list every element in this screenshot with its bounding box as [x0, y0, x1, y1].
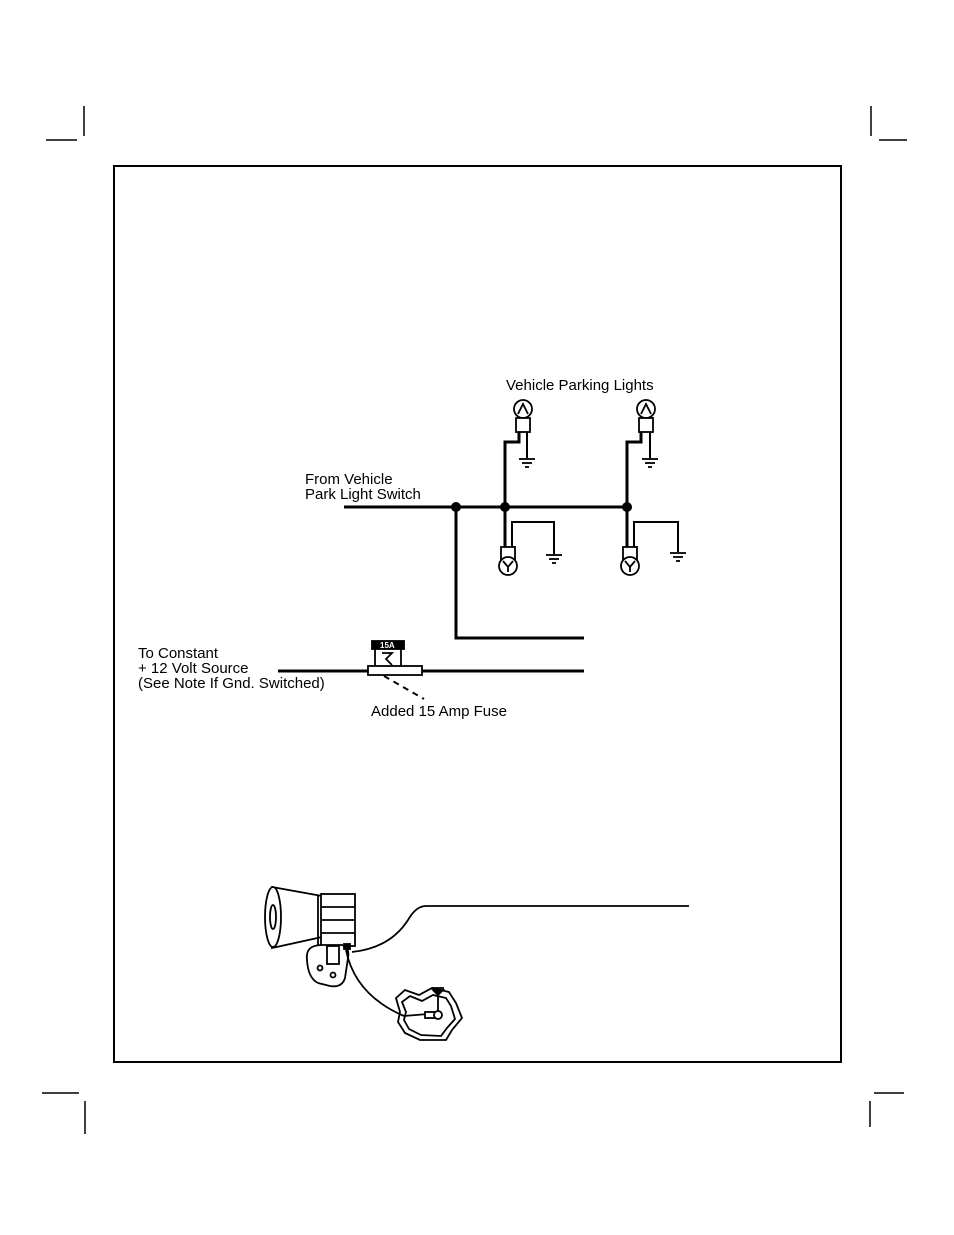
crop-marks	[42, 106, 907, 1134]
bulb-icon	[514, 400, 532, 432]
fuse-rating: 15A	[380, 641, 395, 650]
bulb-icon	[637, 400, 655, 432]
bracket-icon	[307, 944, 350, 986]
ground-leads	[512, 432, 678, 554]
siren-wires	[346, 906, 689, 1016]
ground-icon	[396, 988, 462, 1040]
fuse-pointer	[384, 676, 424, 699]
ground-icon	[519, 459, 535, 467]
ground-icon	[670, 553, 686, 561]
constant-source-label-line3: (See Note If Gnd. Switched)	[138, 675, 325, 692]
ground-icon	[546, 555, 562, 563]
from-switch-label-line2: Park Light Switch	[305, 486, 421, 503]
fuse-icon	[368, 641, 422, 675]
diagram-frame	[114, 166, 841, 1062]
siren-icon	[265, 887, 355, 948]
wires	[278, 432, 641, 671]
ground-icon	[642, 459, 658, 467]
trigger-wire	[456, 507, 584, 638]
bulb-icon	[499, 547, 517, 575]
added-fuse-label: Added 15 Amp Fuse	[371, 703, 507, 720]
parking-lights-label: Vehicle Parking Lights	[506, 377, 654, 394]
bulb-icon	[621, 547, 639, 575]
